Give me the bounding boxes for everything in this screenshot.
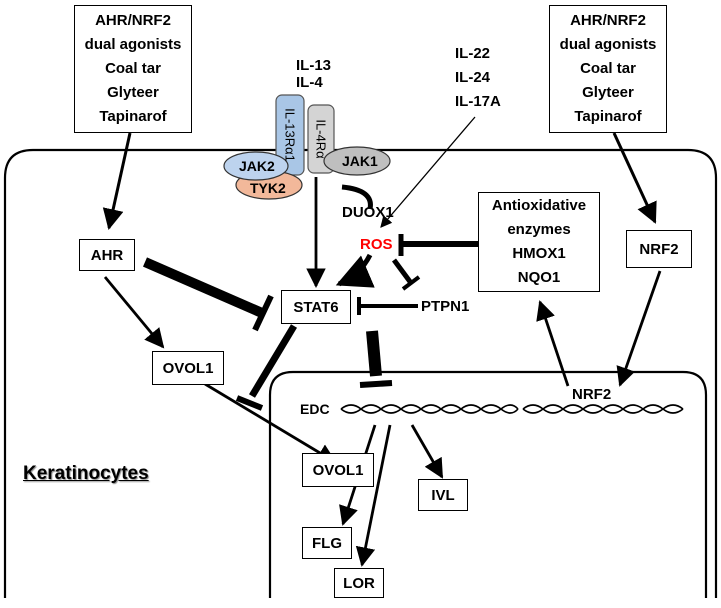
cytokine-il13-label: IL-13: [296, 57, 332, 74]
arrow-agonists-to-ahr: [102, 132, 132, 231]
cytokine-il24-label: IL-24: [455, 69, 491, 86]
hmox1-label: HMOX1: [512, 245, 566, 262]
nqo1-label: NQO1: [517, 269, 561, 286]
tyk2-label: TYK2: [250, 180, 286, 196]
jak2-ellipse: [223, 151, 289, 181]
agonist-label: AHR/NRF2: [570, 12, 646, 29]
agonist-label: Coal tar: [105, 60, 161, 77]
jak2-label: JAK2: [239, 158, 275, 174]
inhibit-stat6-to-ovol1-bar: [235, 395, 264, 411]
enzymes-label: enzymes: [507, 221, 571, 238]
agonist-label: dual agonists: [84, 36, 182, 53]
ovol1-cytoplasm-box: OVOL1: [152, 351, 224, 385]
inhibit-ros-to-ptpn1-bar: [401, 275, 421, 291]
flg-box: FLG: [302, 527, 352, 559]
agonist-label: Tapinarof: [99, 108, 167, 125]
inhibit-ros-to-ptpn1: [391, 258, 414, 285]
inhibit-ahr-to-stat6-bar: [252, 294, 274, 332]
stat6-box: STAT6: [281, 290, 351, 324]
il13ra1-label: IL-13Rα1: [282, 108, 298, 162]
inhibit-stat6-to-edc-bar: [359, 380, 393, 388]
cytokine-il22-label: IL-22: [455, 45, 491, 62]
inhibit-stat6-to-edc: [366, 330, 382, 377]
duox1-label: DUOX1: [342, 204, 394, 221]
arrow-nrf2-nucleus-to-enzymes: [536, 300, 570, 387]
ahr-box: AHR: [79, 239, 135, 271]
arrow-nrf2-to-nrf2-nucleus: [616, 270, 662, 387]
keratinocytes-label: Keratinocytes: [23, 463, 149, 484]
agonists-box-right: AHR/NRF2 dual agonists Coal tar Glyteer …: [549, 5, 667, 133]
nrf2-nucleus-label: NRF2: [572, 386, 612, 403]
antioxidative-enzymes-box: Antioxidative enzymes HMOX1 NQO1: [478, 192, 600, 292]
jak1-ellipse: [323, 146, 391, 176]
il4ra-label: IL-4Rα: [313, 119, 329, 159]
agonist-label: dual agonists: [559, 36, 657, 53]
nrf2-cytoplasm-box: NRF2: [626, 230, 692, 268]
arrow-agonists-to-nrf2: [612, 132, 657, 224]
edc-dna-helix: [340, 404, 519, 414]
lor-box: LOR: [334, 568, 384, 598]
arrow-edc-to-lor: [355, 424, 392, 567]
nrf2-dna-helix: [522, 404, 684, 414]
ovol1-nucleus-box: OVOL1: [302, 453, 374, 487]
jak1-label: JAK1: [342, 153, 378, 169]
agonist-label: Glyteer: [582, 84, 634, 101]
agonist-label: Tapinarof: [574, 108, 642, 125]
arrow-duox1-to-ros: [341, 184, 373, 210]
nuclear-membrane: [268, 370, 708, 598]
edc-label: EDC: [300, 401, 330, 417]
agonist-label: AHR/NRF2: [95, 12, 171, 29]
ptpn1-label: PTPN1: [421, 298, 470, 315]
cytokine-il17a-label: IL-17A: [455, 93, 501, 110]
ros-label: ROS: [360, 236, 393, 253]
antioxidative-label: Antioxidative: [491, 197, 587, 214]
arrow-edc-to-ivl: [410, 424, 444, 479]
ivl-box: IVL: [418, 479, 468, 511]
inhibit-ahr-to-stat6: [143, 257, 264, 318]
agonists-box-left: AHR/NRF2 dual agonists Coal tar Glyteer …: [74, 5, 192, 133]
agonist-label: Glyteer: [107, 84, 159, 101]
arrow-ahr-to-ovol1: [103, 276, 165, 349]
agonist-label: Coal tar: [580, 60, 636, 77]
cytokine-il4-label: IL-4: [296, 74, 323, 91]
inhibit-stat6-to-ovol1: [248, 324, 298, 398]
arrow-ovol1-to-ovol1-nucleus: [204, 382, 337, 464]
arrow-ros-to-stat6: [335, 253, 375, 288]
arrow-cytokines-to-ros: [380, 116, 476, 228]
